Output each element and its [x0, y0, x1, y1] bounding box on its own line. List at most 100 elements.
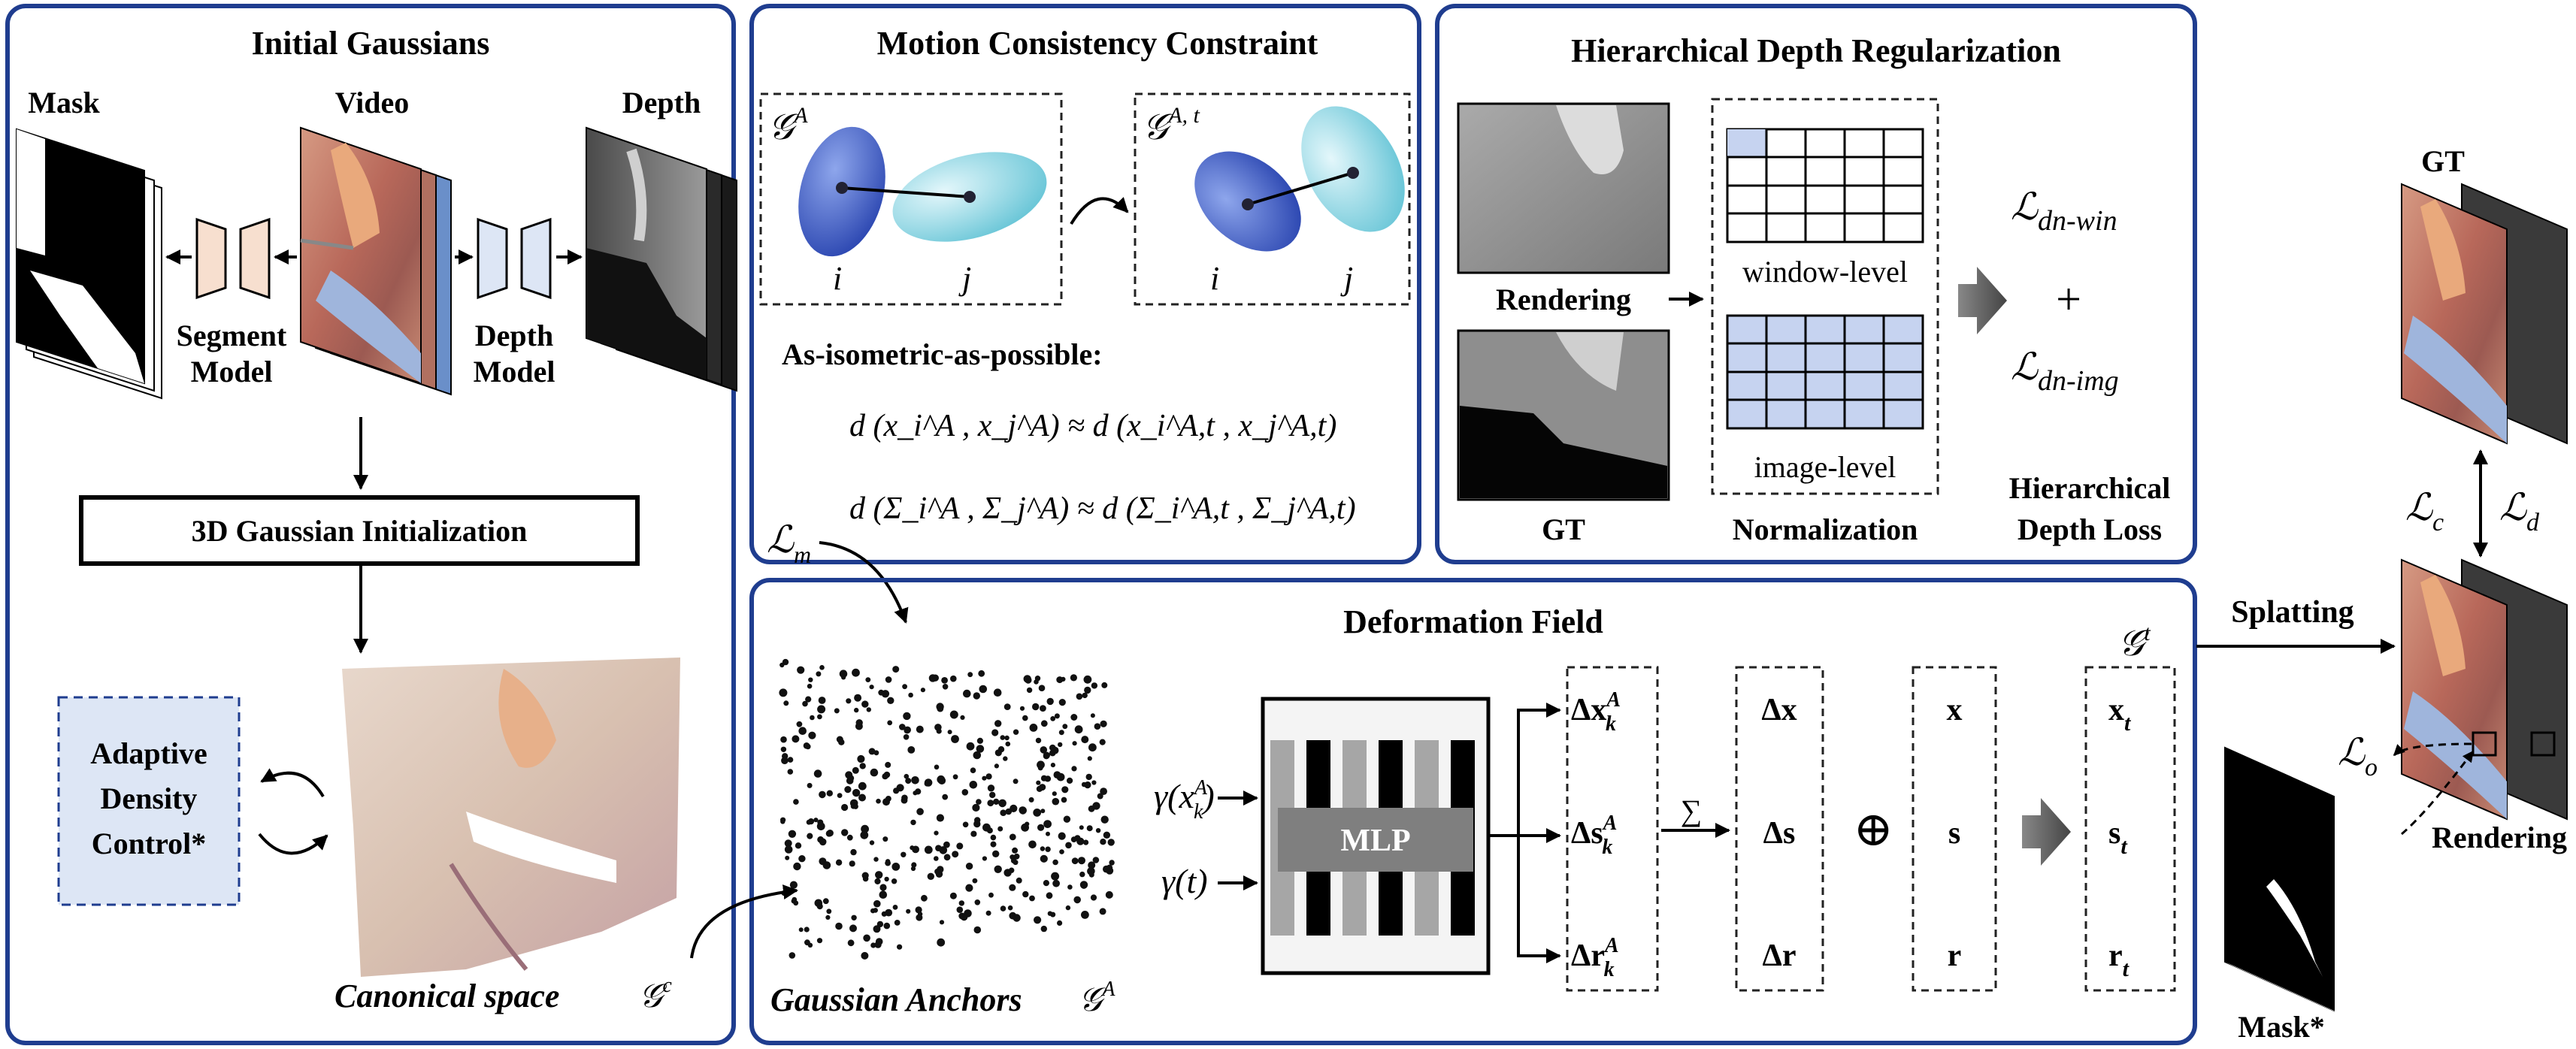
- normalization-label: Normalization: [1733, 512, 1918, 546]
- anchor-point: [869, 685, 874, 690]
- anchor-point: [1016, 877, 1022, 884]
- anchor-point: [861, 872, 869, 879]
- anchor-point: [1058, 742, 1063, 748]
- anchor-point: [1052, 859, 1058, 866]
- anchor-point: [1067, 777, 1073, 784]
- anchor-point: [1046, 831, 1050, 836]
- anchor-point: [1000, 735, 1006, 740]
- anchor-point: [949, 710, 958, 719]
- anchor-point: [1005, 741, 1011, 747]
- anchor-point: [951, 735, 959, 743]
- anchor-point: [807, 782, 813, 788]
- g-t-symbol: 𝒢t: [2118, 621, 2151, 664]
- anchor-point: [1050, 716, 1056, 721]
- anchor-point: [875, 871, 883, 879]
- anchor-point: [987, 800, 994, 807]
- anchor-point: [972, 878, 978, 884]
- rendered-depth-image: [1457, 102, 1670, 274]
- anchor-point: [982, 775, 987, 781]
- base-box: [1912, 666, 1997, 992]
- anchor-point: [1029, 895, 1035, 902]
- depth-frames: [586, 126, 737, 392]
- segment-model-icon: [195, 217, 271, 300]
- anchor-point: [1034, 676, 1041, 682]
- video-label: Video: [335, 86, 410, 119]
- anchor-point: [1036, 780, 1041, 785]
- anchor-point: [1070, 674, 1077, 682]
- anchor-point: [847, 775, 855, 781]
- anchor-point: [810, 715, 815, 721]
- anchor-point: [1007, 905, 1013, 911]
- anchor-point: [1009, 884, 1016, 891]
- gamma-t-label: γ(t): [1161, 862, 1208, 900]
- anchor-point: [1058, 730, 1064, 736]
- anchor-point: [994, 720, 1002, 727]
- anchor-point: [813, 818, 819, 823]
- mlp-label: MLP: [1340, 824, 1410, 858]
- anchor-point: [793, 900, 799, 906]
- anchor-point: [1088, 861, 1096, 869]
- out-r: rt: [2108, 939, 2130, 981]
- base-r: r: [1948, 939, 1962, 973]
- loss-plus: +: [2056, 274, 2081, 324]
- anchor-point: [924, 845, 933, 854]
- anchor-point: [1061, 676, 1066, 682]
- anchor-point: [884, 876, 889, 882]
- adc-label-2: Density: [101, 781, 198, 815]
- gt-frames: [2401, 183, 2568, 445]
- anchor-point: [1051, 746, 1059, 754]
- rendering-frames: [2401, 558, 2568, 821]
- anchor-point: [1088, 805, 1095, 812]
- delta-x: Δx: [1761, 693, 1797, 727]
- anchor-point: [780, 736, 787, 743]
- mask-output-image: [2224, 746, 2341, 1014]
- anchor-point: [1057, 920, 1063, 926]
- anchor-point: [1062, 724, 1068, 730]
- anchor-point: [858, 781, 867, 791]
- out-s: st: [2108, 816, 2128, 859]
- anchor-point: [870, 768, 879, 777]
- anchor-point: [988, 892, 994, 898]
- anchor-point: [835, 922, 843, 930]
- anchor-point: [1081, 736, 1089, 744]
- anchor-point: [1022, 890, 1029, 898]
- output-box: [2084, 666, 2176, 992]
- anchor-point: [1021, 823, 1029, 832]
- anchor-point: [939, 920, 945, 925]
- anchor-point: [816, 671, 822, 677]
- anchor-point: [807, 833, 813, 839]
- anchor-point: [952, 851, 959, 858]
- anchor-point: [1037, 765, 1043, 771]
- anchor-point: [1099, 908, 1106, 915]
- anchor-point: [1058, 832, 1066, 840]
- label-j-a: j: [958, 260, 971, 297]
- anchor-point: [928, 674, 937, 682]
- anchor-point: [911, 862, 917, 868]
- anchor-point: [879, 884, 887, 891]
- anchor-point: [941, 677, 948, 684]
- anchor-point: [785, 855, 790, 860]
- anchor-point: [1052, 879, 1060, 887]
- anchor-point: [783, 700, 789, 706]
- anchor-point: [885, 859, 891, 864]
- anchor-point: [961, 789, 969, 796]
- segment-model-label-1: Segment: [177, 319, 287, 352]
- anchor-point: [866, 707, 872, 712]
- mask-frames: [16, 128, 162, 400]
- anchor-point: [876, 798, 881, 804]
- anchor-point: [873, 925, 881, 933]
- anchor-point: [934, 764, 940, 770]
- anchor-point: [906, 908, 911, 914]
- rendering-label-right: Rendering: [2432, 821, 2567, 854]
- anchor-point: [780, 817, 786, 823]
- anchor-point: [798, 927, 804, 933]
- anchor-point: [1043, 751, 1050, 759]
- deform-output-arrow: [2022, 798, 2071, 866]
- anchor-point: [987, 784, 995, 792]
- anchor-point: [1052, 791, 1057, 797]
- anchor-point: [1053, 771, 1061, 778]
- anchor-point: [1013, 853, 1020, 860]
- normalization-box: [1711, 98, 1939, 495]
- anchor-point: [1004, 735, 1010, 741]
